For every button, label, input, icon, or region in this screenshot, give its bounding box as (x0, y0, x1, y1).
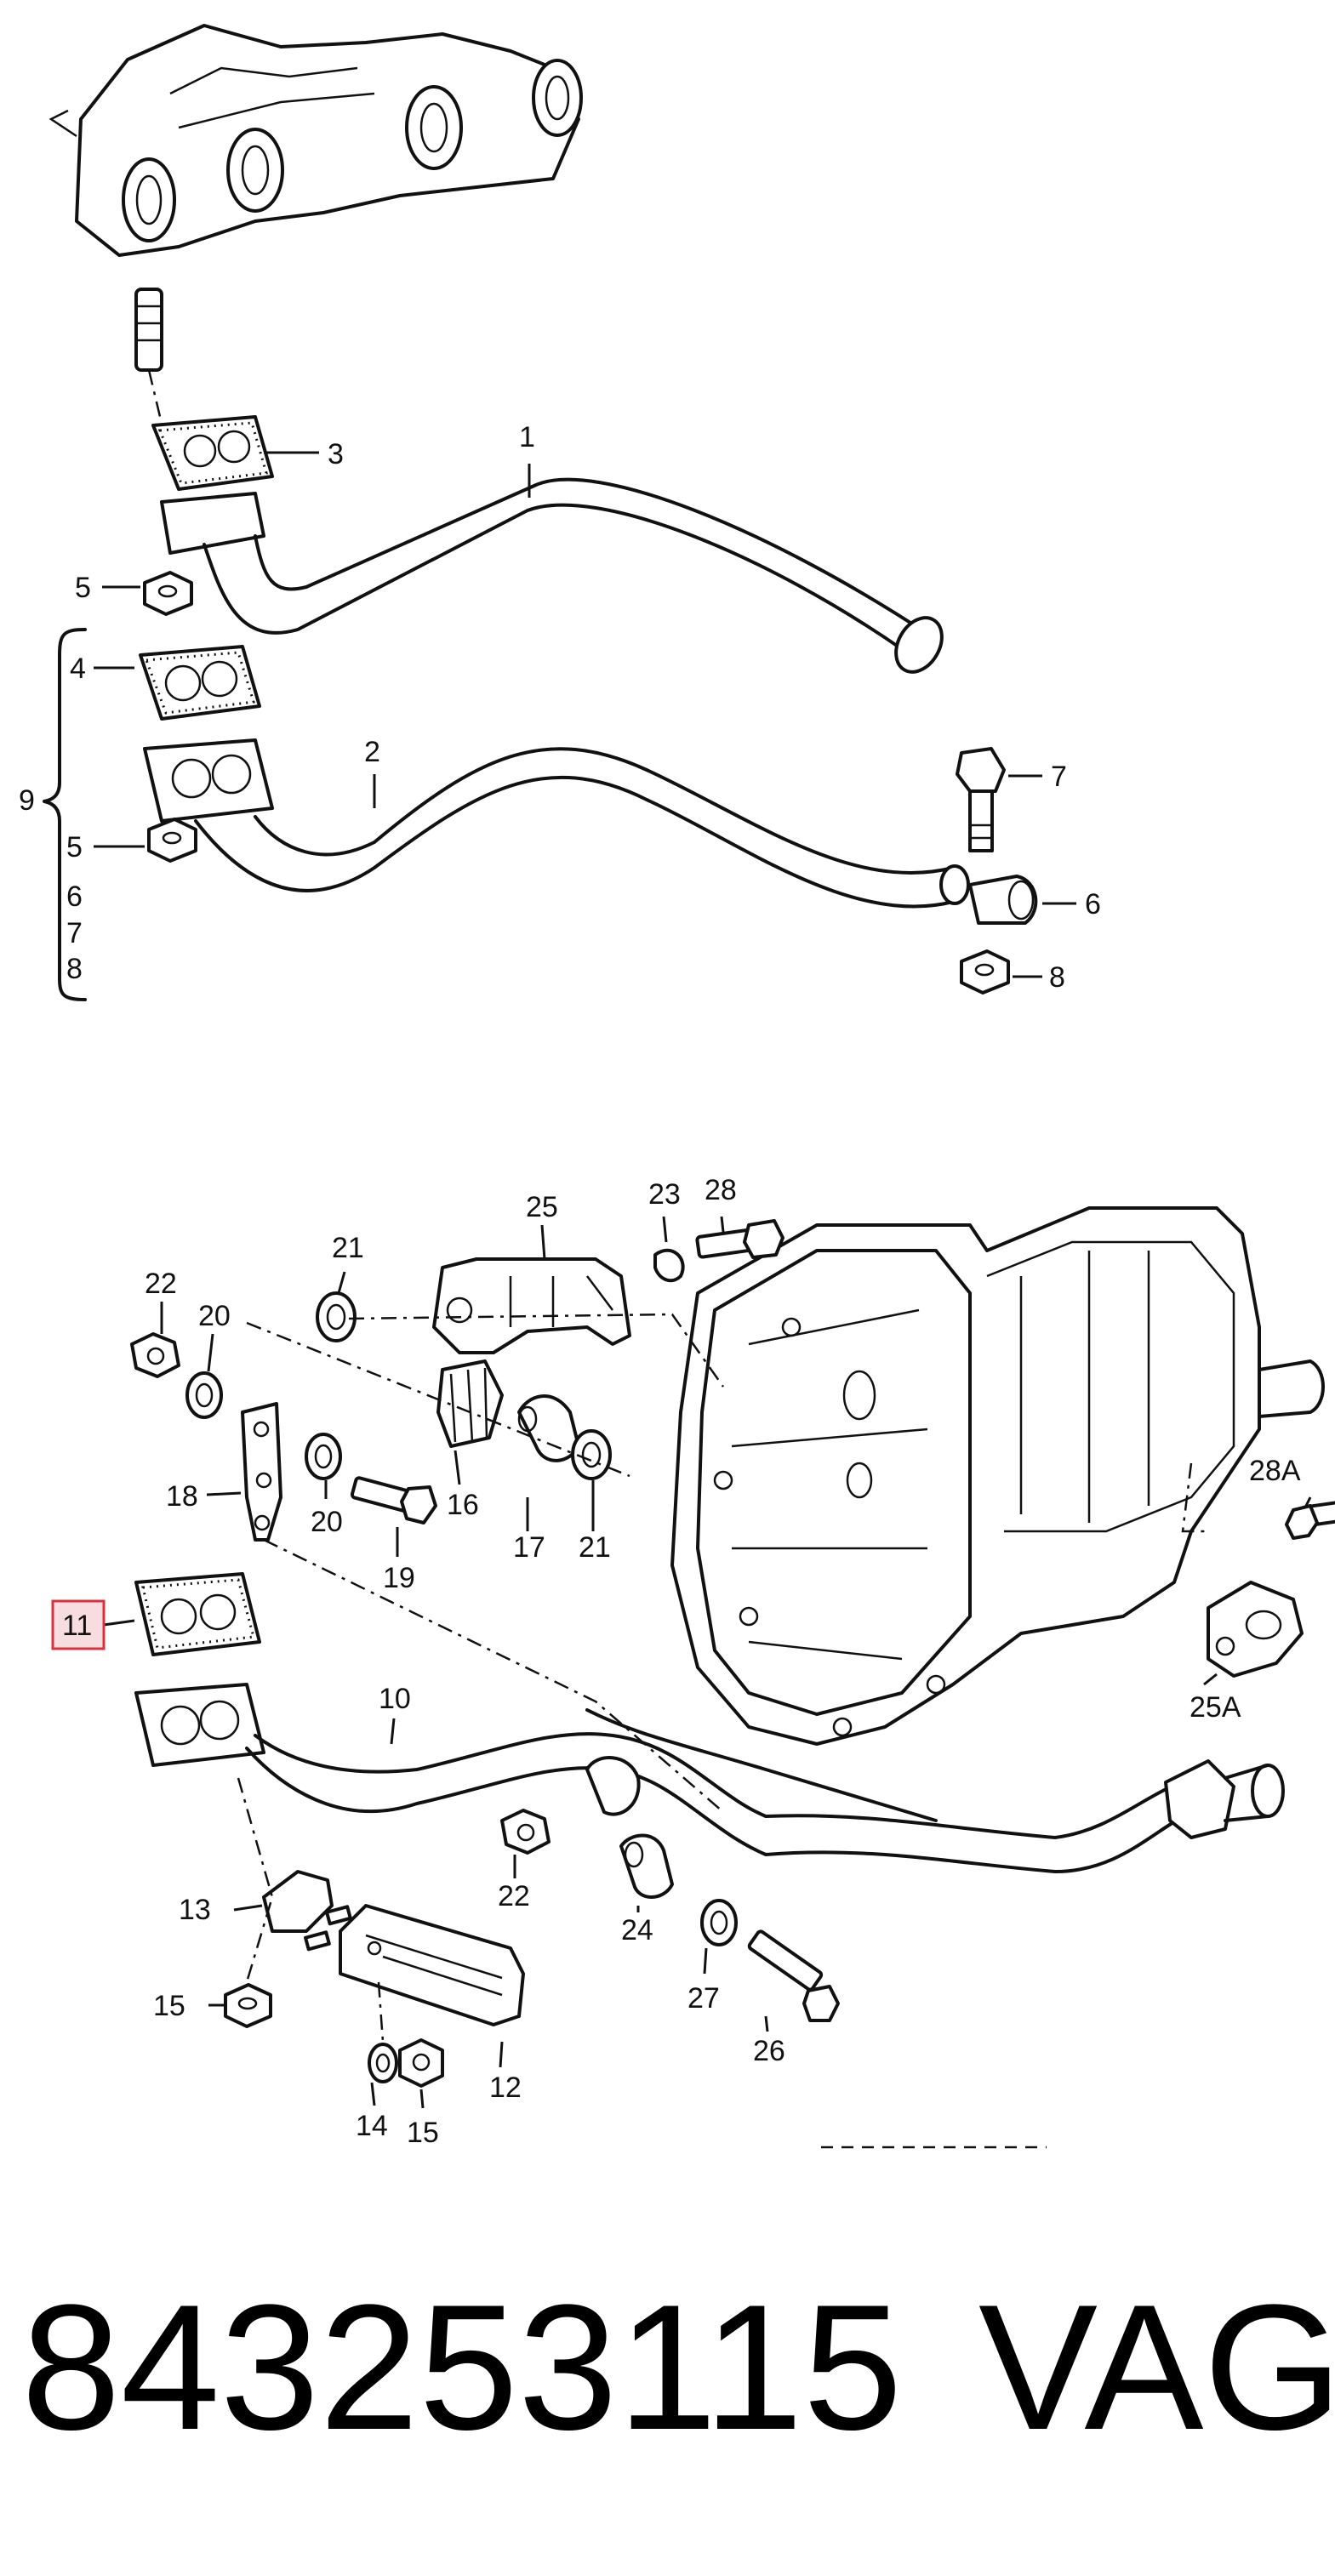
exhaust-pipe-10 (134, 1683, 1285, 1873)
assembly-line-e (237, 1777, 274, 1983)
callout-17: 17 (513, 1531, 545, 1564)
exhaust-manifold (48, 24, 583, 257)
bolt-19 (350, 1476, 437, 1525)
assembly-line-c (263, 1538, 724, 1813)
callout-23: 23 (648, 1178, 681, 1211)
assembly-line-b (348, 1313, 725, 1388)
bracket-13 (262, 1870, 352, 1952)
part-number: 843253115 (21, 2267, 903, 2467)
callout-26: 26 (753, 2035, 785, 2067)
callout-10: 10 (379, 1683, 411, 1715)
sleeve-17 (517, 1394, 580, 1462)
callout-11: 11 (62, 1610, 92, 1642)
callout-7: 7 (1051, 761, 1067, 793)
callout-28: 28 (705, 1174, 737, 1206)
callout-14: 14 (356, 2110, 388, 2142)
callout-13: 13 (179, 1894, 211, 1926)
callout-7: 7 (66, 917, 83, 949)
callout-5: 5 (66, 831, 83, 863)
callout-20: 20 (198, 1300, 231, 1332)
bolt-28A (1285, 1499, 1335, 1540)
callout-5: 5 (75, 572, 91, 604)
footer-caption: 843253115 VAG (21, 2267, 1335, 2467)
nut-22-lower (500, 1809, 551, 1855)
assembly-line-a (246, 1321, 630, 1478)
callout-27: 27 (687, 1982, 720, 2015)
washer-14 (368, 2043, 398, 2083)
callout-25: 25 (526, 1191, 558, 1223)
washer-20-upper (185, 1371, 223, 1419)
callout-3: 3 (328, 438, 344, 470)
group-brace-9 (43, 628, 87, 1001)
bolt-7 (956, 747, 1006, 852)
callout-11-highlight[interactable]: 11 (51, 1599, 106, 1650)
nut-15-left (224, 1983, 272, 2028)
front-pipe-1 (160, 477, 944, 674)
nut-5-upper (143, 571, 193, 616)
callout-24: 24 (621, 1914, 653, 1946)
callout-20: 20 (311, 1506, 343, 1538)
washer-21-upper (316, 1291, 357, 1342)
bracket-18 (241, 1402, 282, 1542)
callout-25A: 25A (1190, 1691, 1241, 1724)
callout-22: 22 (145, 1268, 177, 1300)
callout-8: 8 (1049, 961, 1065, 994)
lock-washer-23 (653, 1248, 685, 1283)
bracket-25 (432, 1257, 631, 1354)
callout-18: 18 (166, 1480, 198, 1513)
bolt-26 (747, 1929, 840, 2022)
callout-9: 9 (19, 784, 35, 817)
bushing-16 (436, 1359, 504, 1448)
bolt-28 (695, 1219, 784, 1259)
bushing-24 (619, 1833, 674, 1899)
callout-28A: 28A (1249, 1455, 1301, 1487)
gasket-11 (134, 1572, 261, 1656)
washer-27 (700, 1899, 738, 1946)
heat-shield-12 (339, 1904, 525, 2026)
callout-6: 6 (1085, 888, 1101, 920)
callout-22: 22 (498, 1880, 530, 1912)
nut-15-right (398, 2038, 444, 2088)
bracket-25A (1207, 1581, 1304, 1678)
gasket-4 (139, 645, 261, 721)
clamp-6 (968, 875, 1038, 925)
nut-8 (960, 949, 1010, 994)
callout-2: 2 (364, 736, 380, 768)
callout-4: 4 (70, 653, 86, 685)
parts-diagram: 1 3 5 4 2 9 5 6 7 8 7 6 8 25 23 28 21 22… (19, 24, 1335, 2149)
brand-label: VAG (978, 2267, 1335, 2467)
callout-16: 16 (447, 1489, 479, 1521)
front-pipe-2 (143, 738, 970, 909)
callout-21: 21 (332, 1232, 364, 1264)
washer-21-lower (571, 1429, 612, 1480)
nut-5-lower (147, 818, 197, 863)
gasket-3 (151, 415, 274, 491)
callout-21: 21 (579, 1531, 611, 1564)
callout-8: 8 (66, 953, 83, 985)
callout-1: 1 (519, 421, 535, 453)
assembly-line-d (1181, 1462, 1208, 1533)
gearbox-housing (670, 1206, 1325, 1746)
callout-19: 19 (383, 1562, 415, 1594)
callout-15: 15 (407, 2117, 439, 2149)
callout-6: 6 (66, 881, 83, 913)
leader-lines (94, 451, 1312, 2109)
assembly-line-f (377, 1981, 385, 2043)
callout-12: 12 (489, 2072, 522, 2104)
washer-20-lower (305, 1433, 342, 1480)
callout-15: 15 (153, 1990, 185, 2022)
nut-22-upper (130, 1332, 180, 1378)
